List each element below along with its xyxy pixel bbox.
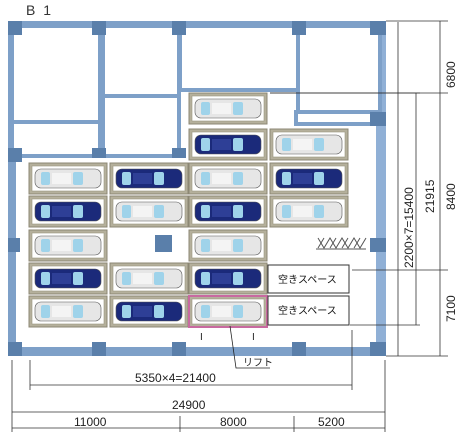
parking-slot (109, 195, 189, 228)
car-navy-icon (275, 168, 343, 189)
empty-space-1: 空きスペース (267, 264, 350, 294)
car-navy-icon (34, 268, 102, 289)
floor-label: B 1 (26, 2, 53, 18)
dim-bottom-3: 5200 (318, 415, 345, 429)
car-silver-icon (34, 235, 102, 256)
car-silver-icon (34, 301, 102, 322)
dim-module-horizontal: 5350×4=21400 (135, 371, 216, 385)
dim-bottom-1: 11000 (74, 415, 107, 429)
parking-slot (28, 295, 108, 328)
dim-total-right: 21915 (423, 179, 437, 213)
empty-space-label-1: 空きスペース (278, 273, 337, 286)
parking-slot (188, 295, 268, 328)
parking-slot (188, 92, 268, 125)
parking-slot (188, 128, 268, 161)
right-dimension-lines (270, 20, 448, 357)
hatch-symbol (316, 237, 367, 250)
parking-slot (109, 295, 189, 328)
dim-module-vertical: 2200×7=15400 (402, 187, 416, 268)
parking-slot (188, 162, 268, 195)
car-navy-icon (115, 301, 183, 322)
car-silver-icon (194, 98, 262, 119)
car-silver-icon (194, 301, 262, 322)
car-silver-icon (275, 134, 343, 155)
dim-bottom-right: 7100 (444, 295, 458, 322)
parking-slot (28, 195, 108, 228)
lift-mark-right: I (252, 332, 255, 343)
dim-bottom-2: 8000 (220, 415, 247, 429)
dim-top-right: 6800 (444, 61, 458, 88)
car-silver-icon (194, 168, 262, 189)
car-navy-icon (194, 134, 262, 155)
parking-slot (188, 262, 268, 295)
car-silver-icon (115, 201, 183, 222)
car-navy-icon (194, 201, 262, 222)
parking-slot (188, 229, 268, 262)
parking-slot (269, 162, 349, 195)
lift-mark-left: I (200, 332, 203, 343)
structural-columns (8, 21, 386, 356)
parking-slot (269, 128, 349, 161)
parking-slot (28, 262, 108, 295)
car-silver-icon (115, 268, 183, 289)
parking-slot (109, 162, 189, 195)
empty-space-2: 空きスペース (267, 295, 350, 326)
lift-annotation: I I リフト (200, 325, 273, 369)
car-navy-icon (115, 168, 183, 189)
parking-slot (269, 195, 349, 228)
dim-total-width: 24900 (172, 398, 206, 412)
bottom-dimension-lines (11, 330, 386, 432)
car-silver-icon (194, 235, 262, 256)
parking-slot (28, 162, 108, 195)
parking-slot (188, 195, 268, 228)
car-silver-icon (34, 168, 102, 189)
interior-rooms (10, 24, 382, 158)
empty-space-label-2: 空きスペース (278, 304, 337, 317)
car-navy-icon (194, 268, 262, 289)
parking-slot (109, 262, 189, 295)
car-navy-icon (34, 201, 102, 222)
parking-slot (28, 229, 108, 262)
car-silver-icon (275, 201, 343, 222)
parking-slots (28, 92, 349, 328)
dim-middle-right: 8400 (444, 183, 458, 210)
lift-label: リフト (243, 358, 273, 369)
